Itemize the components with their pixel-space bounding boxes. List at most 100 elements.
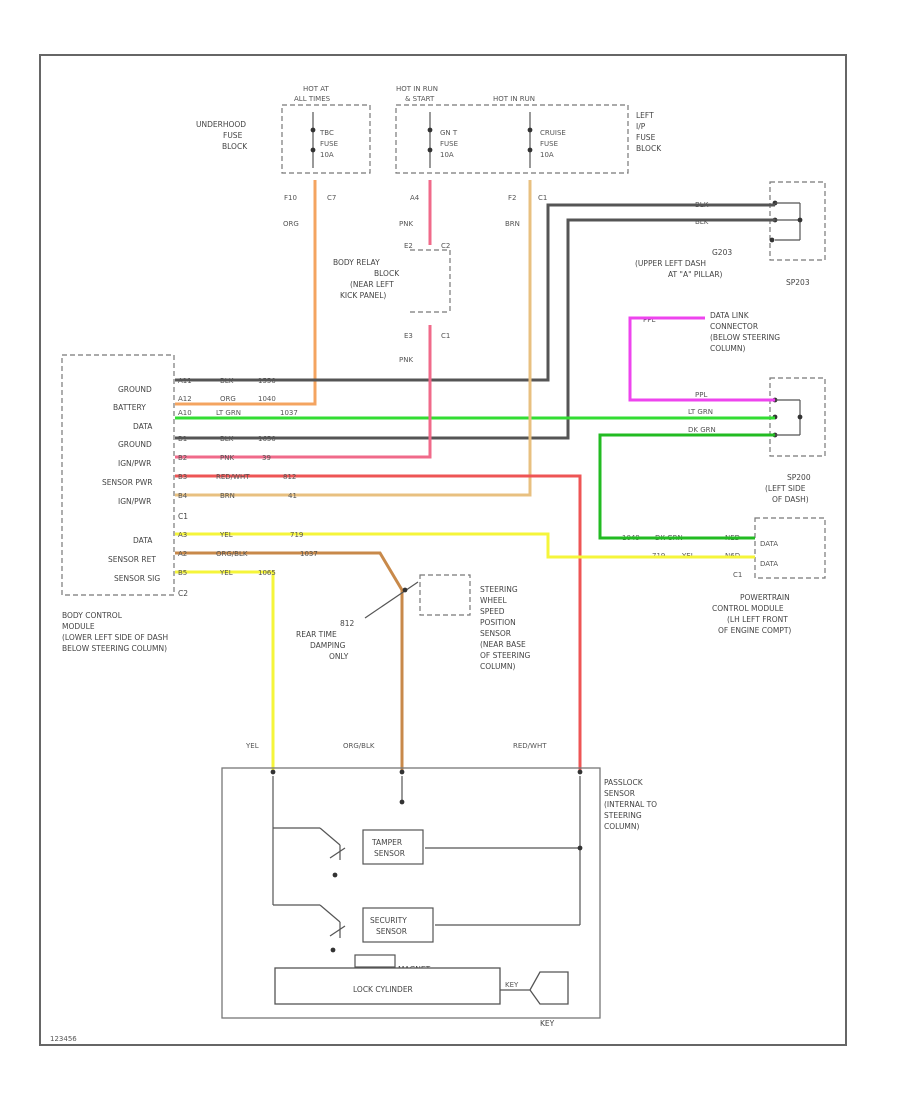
bcm-pin-sensorsig: SENSOR SIG (114, 574, 160, 583)
relay-pin-c2: C2 (441, 242, 450, 250)
bcm-pinid-8: A2 (178, 550, 187, 558)
dlc-dkgrn: DK GRN (688, 426, 716, 434)
wire-org-label: ORG (283, 220, 299, 228)
steering-wheel-speed-sensor: STEERING WHEEL SPEED POSITION SENSOR (NE… (296, 574, 530, 671)
relay-label-3: (NEAR LEFT (350, 280, 394, 289)
pcm-label-3: (LH LEFT FRONT (727, 615, 788, 624)
hot-label-3: HOT IN RUN (493, 95, 535, 103)
relay-pin-c1: C1 (441, 332, 450, 340)
powertrain-control-module: DATA DATA C1 NED N6D POWERTRAIN CONTROL … (622, 517, 826, 635)
wire-pnk-bcm (175, 325, 432, 459)
bcm-pinid-4: B2 (178, 454, 187, 462)
bcm-c1: C1 (178, 512, 188, 521)
key-tag: KEY (505, 981, 519, 989)
sp200-id: SP200 (787, 473, 811, 482)
g203-ground: BLK BLK G203 (UPPER LEFT DASH AT "A" PIL… (635, 181, 826, 287)
dlc-label-4: COLUMN) (710, 344, 746, 353)
wire-yel-data (175, 532, 755, 559)
fuse2-name: GN T (440, 129, 458, 137)
passlock-label-3: (INTERNAL TO (604, 800, 657, 809)
fuse1-rating: 10A (320, 151, 334, 159)
bcm-label-2: MODULE (62, 622, 95, 631)
bcm-pin-sensorpwr: SENSOR PWR (102, 478, 153, 487)
diagram-frame (39, 54, 847, 1046)
dlc-ppl-top: PPL (643, 316, 655, 324)
underhood-label-2: FUSE (223, 131, 243, 140)
bcm-pin-ignpwr-1: IGN/PWR (118, 459, 151, 468)
g203-label-2: AT "A" PILLAR) (668, 270, 723, 279)
sws-note-4: ONLY (329, 652, 349, 661)
dlc-ppl-bottom: PPL (695, 391, 707, 399)
pin-a4: A4 (410, 194, 420, 202)
pcm-label-2: CONTROL MODULE (712, 604, 784, 613)
fuse3-rating: 10A (540, 151, 554, 159)
bcm-wire-9: YEL (219, 569, 233, 577)
bcm-pin-battery: BATTERY (113, 403, 146, 412)
security-label-1: SECURITY (370, 916, 407, 925)
sws-label-1: STEERING (480, 585, 518, 594)
wire-ppl (628, 316, 775, 402)
passlock-label-4: STEERING (604, 811, 642, 820)
wire-brn (175, 180, 532, 497)
sp203-id: SP203 (786, 278, 810, 287)
bcm-wire-5: RED/WHT (216, 473, 250, 481)
fuse1-type: FUSE (320, 140, 338, 148)
sws-label-5: SENSOR (480, 629, 511, 638)
hot-label-2b: & START (405, 95, 435, 103)
underhood-label-1: UNDERHOOD (196, 120, 246, 129)
fuse3-type: FUSE (540, 140, 558, 148)
bcm-pinid-0: A11 (178, 377, 192, 385)
body-relay-block: E2 C2 BODY RELAY BLOCK (NEAR LEFT KICK P… (333, 242, 451, 364)
sws-label-8: COLUMN) (480, 662, 516, 671)
dlc-ltgrn: LT GRN (688, 408, 713, 416)
bcm-pinid-2: A10 (178, 409, 192, 417)
bcm-pin-ground-1: GROUND (118, 385, 152, 394)
fuse3-name: CRUISE (540, 129, 566, 137)
passlock-label-1: PASSLOCK (604, 778, 644, 787)
bcm-pinid-1: A12 (178, 395, 192, 403)
left-ip-label-3: FUSE (636, 133, 656, 142)
bcm-pin-data: DATA (133, 422, 153, 431)
dlc-label-1: DATA LINK (710, 311, 750, 320)
passlock-redwht: RED/WHT (513, 742, 547, 750)
wire-dkgrn (598, 433, 775, 540)
bcm-c2: C2 (178, 589, 188, 598)
fuse2-rating: 10A (440, 151, 454, 159)
bcm-pinid-9: B5 (178, 569, 187, 577)
pcm-c1: C1 (733, 571, 742, 579)
relay-pin-e2: E2 (404, 242, 413, 250)
pin-f10: F10 (284, 194, 297, 202)
bcm-pin-sensorret: SENSOR RET (108, 555, 156, 564)
pcm-data-2: DATA (760, 560, 778, 568)
tamper-label-2: SENSOR (374, 849, 405, 858)
bcm-pinid-3: B1 (178, 435, 187, 443)
left-ip-label-2: I/P (636, 122, 646, 131)
sws-label-6: (NEAR BASE (480, 640, 526, 649)
wire-blk-ground-1 (175, 203, 775, 382)
sp200-label-1: (LEFT SIDE (765, 484, 806, 493)
bcm-circ-0: 1550 (258, 377, 276, 385)
pcm-label-4: OF ENGINE COMPT) (718, 626, 791, 635)
bcm-wire-4: PNK (220, 454, 234, 462)
bcm-pinid-7: A3 (178, 531, 187, 539)
bcm-circ-8: 1037 (300, 550, 318, 558)
bcm-circ-1: 1040 (258, 395, 276, 403)
sws-note-2: REAR TIME (296, 630, 337, 639)
wire-brn-label: BRN (505, 220, 520, 228)
bcm-circ-3: 1650 (258, 435, 276, 443)
bcm-label-3: (LOWER LEFT SIDE OF DASH (62, 633, 168, 642)
security-label-2: SENSOR (376, 927, 407, 936)
left-ip-label-4: BLOCK (636, 144, 662, 153)
fuse1-name: TBC (319, 129, 334, 137)
relay-wire-pnk: PNK (399, 356, 413, 364)
ip-fuse-block: HOT IN RUN & START HOT IN RUN GN T FUSE … (395, 85, 662, 174)
g203-id: G203 (712, 248, 732, 257)
data-link-connector: PPL DATA LINK CONNECTOR (BELOW STEERING … (643, 311, 780, 434)
bcm-wire-8: ORG/BLK (216, 550, 248, 558)
g203-label-1: (UPPER LEFT DASH (635, 259, 706, 268)
bcm-wire-0: BLK (220, 377, 234, 385)
pcm-data-1: DATA (760, 540, 778, 548)
sws-label-2: WHEEL (480, 596, 508, 605)
sp200-splice: SP200 (LEFT SIDE OF DASH) (765, 377, 826, 504)
